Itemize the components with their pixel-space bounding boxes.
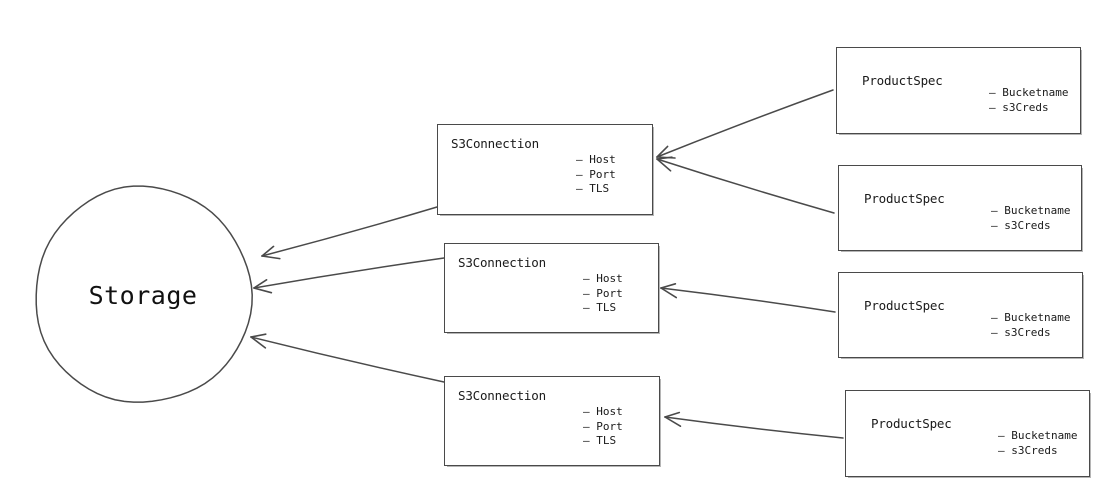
field-host: – Host [576,153,616,166]
field-tls: – TLS [576,182,610,195]
field-s3creds: – s3Creds [998,443,1058,457]
s3-connection-title: S3Connection [458,255,546,270]
product-spec-box-2[interactable]: ProductSpec – Bucketname – s3Creds [838,165,1082,251]
s3-connection-box-1[interactable]: S3Connection – Host – Port – TLS [437,124,653,215]
field-bucketname: – Bucketname [998,429,1078,442]
field-s3creds: – s3Creds [991,218,1051,232]
field-tls: – TLS [583,434,617,447]
field-port: – Port [583,286,623,300]
storage-label: Storage [88,280,198,310]
product-spec-fields: – Bucketname – s3Creds [991,311,1070,340]
product-spec-title: ProductSpec [871,416,952,431]
field-port: – Port [576,167,616,181]
s3-connection-title: S3Connection [458,388,546,403]
product-spec-fields: – Bucketname – s3Creds [989,86,1068,115]
product-spec-title: ProductSpec [864,298,945,313]
product-spec-fields: – Bucketname – s3Creds [998,429,1077,458]
s3-connection-fields: – Host – Port – TLS [583,405,623,449]
edge-s3-connection-2-to-storage [253,257,445,294]
storage-node[interactable]: Storage [33,185,253,405]
field-s3creds: – s3Creds [991,325,1051,339]
field-s3creds: – s3Creds [989,100,1049,114]
s3-connection-box-2[interactable]: S3Connection – Host – Port – TLS [444,243,659,333]
field-bucketname: – Bucketname [991,311,1071,324]
edge-product-spec-3-to-s3-connection-2 [660,283,836,313]
edge-s3-connection-1-to-storage [261,206,438,260]
edge-product-spec-4-to-s3-connection-3 [664,411,844,439]
field-host: – Host [583,272,623,285]
field-host: – Host [583,405,623,418]
field-port: – Port [583,419,623,433]
field-bucketname: – Bucketname [989,86,1069,99]
product-spec-box-4[interactable]: ProductSpec – Bucketname – s3Creds [845,390,1090,477]
storage-circle-outline [35,185,253,403]
product-spec-box-3[interactable]: ProductSpec – Bucketname – s3Creds [838,272,1083,358]
s3-connection-fields: – Host – Port – TLS [576,153,616,197]
edge-product-spec-1-to-s3-connection-1 [656,89,834,159]
s3-connection-box-3[interactable]: S3Connection – Host – Port – TLS [444,376,660,466]
s3-connection-fields: – Host – Port – TLS [583,272,623,316]
s3-connection-title: S3Connection [451,136,539,151]
product-spec-fields: – Bucketname – s3Creds [991,204,1070,233]
edge-product-spec-2-to-s3-connection-1 [656,156,835,214]
field-tls: – TLS [583,301,617,314]
product-spec-title: ProductSpec [862,73,943,88]
product-spec-box-1[interactable]: ProductSpec – Bucketname – s3Creds [836,47,1081,134]
field-bucketname: – Bucketname [991,204,1071,217]
edge-s3-connection-3-to-storage [250,333,445,383]
product-spec-title: ProductSpec [864,191,945,206]
